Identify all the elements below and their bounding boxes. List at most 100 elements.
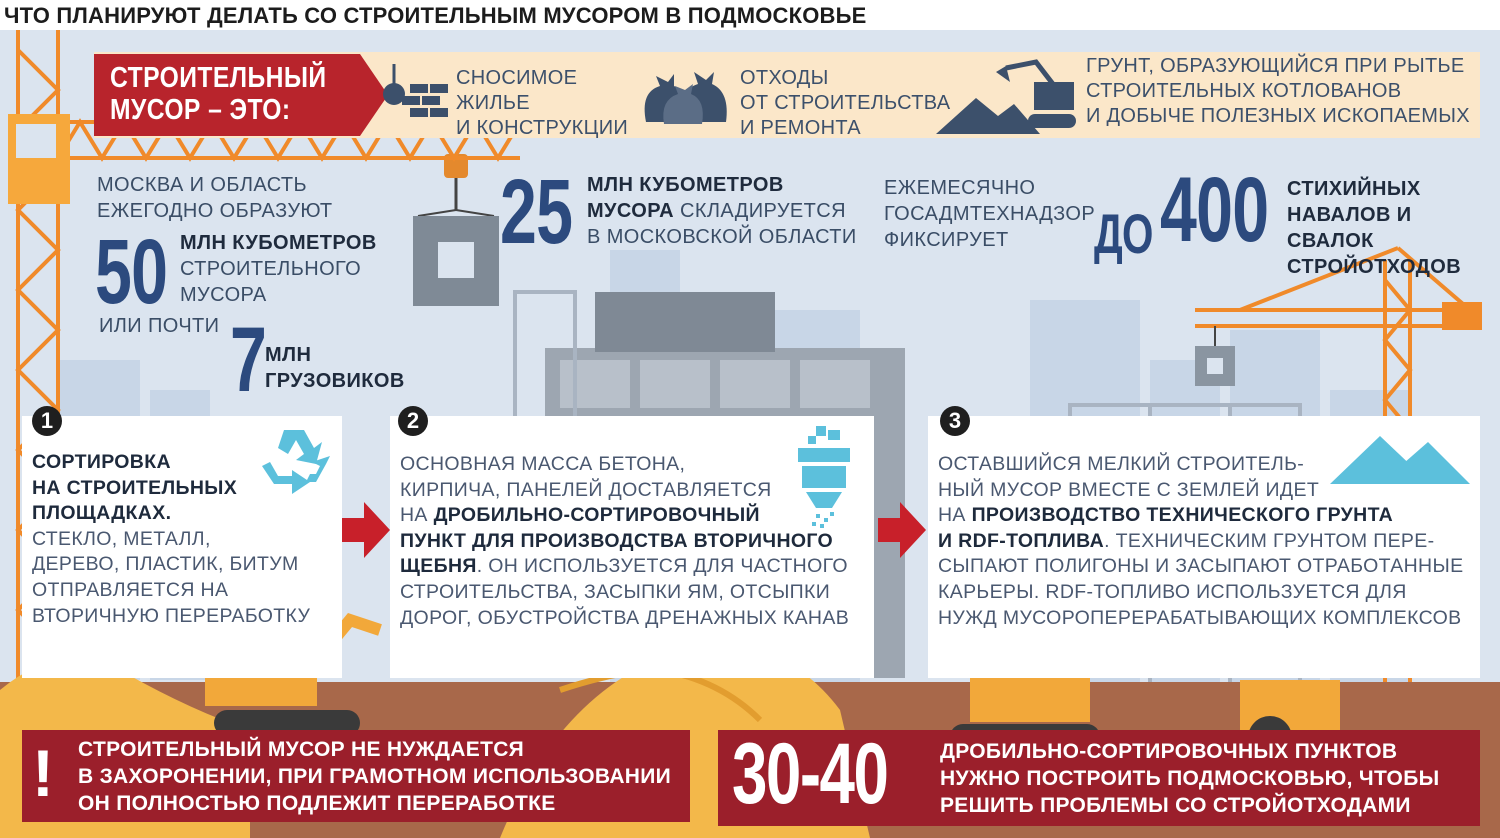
soil-piles-icon <box>1330 436 1470 484</box>
step-bold-line: ПРОИЗВОДСТВО ТЕХНИЧЕСКОГО ГРУНТА <box>971 504 1394 527</box>
footer-line: НУЖНО ПОСТРОИТЬ ПОДМОСКОВЬЮ, ЧТОБЫ <box>940 767 1440 790</box>
exclamation-icon: ! <box>32 736 54 810</box>
moscow-stat-intro-line: ЕЖЕГОДНО ОБРАЗУЮТ <box>97 200 333 222</box>
step-card-crushing: 2 ОСНОВНАЯ МАССА БЕТОНА, КИРПИЧА, ПАНЕЛЕ… <box>390 406 874 678</box>
moscow-stat-unit-line: МУСОРА <box>180 284 267 306</box>
definition-label <box>94 54 360 136</box>
definition-label-text: СТРОИТЕЛЬНЫЙ МУСОР – ЭТО: <box>110 62 327 126</box>
moscow-stat-value: 50 <box>95 221 168 323</box>
stored-stat-value: 25 <box>500 161 573 263</box>
step-card-technical-soil: 3 ОСТАВШИЙСЯ МЕЛКИЙ СТРОИТЕЛЬ- НЫЙ МУСОР… <box>928 406 1480 678</box>
step-line-rest: . ОН ИСПОЛЬЗУЕТСЯ ДЛЯ ЧАСТНОГО <box>476 555 848 578</box>
step-line: ДЕРЕВО, ПЛАСТИК, БИТУМ <box>32 553 299 576</box>
footer-line: В ЗАХОРОНЕНИИ, ПРИ ГРАМОТНОМ ИСПОЛЬЗОВАН… <box>78 765 672 788</box>
stored-stat-line: МУСОРА СКЛАДИРУЕТСЯ <box>587 198 857 224</box>
dumps-stat-text: СТИХИЙНЫХ НАВАЛОВ И СВАЛОК СТРОЙОТХОДОВ <box>1287 176 1500 280</box>
trucks-stat-unit-line: МЛН <box>265 344 312 366</box>
definition-item-demolition: СНОСИМОЕ ЖИЛЬЕ И КОНСТРУКЦИИ <box>456 66 628 141</box>
stored-stat-bold: МУСОРА <box>587 200 675 222</box>
step-line-prefix: НА <box>400 504 434 527</box>
definition-banner: СТРОИТЕЛЬНЫЙ МУСОР – ЭТО: СНОСИМОЕ ЖИЛЬЕ… <box>94 52 1480 141</box>
page-title: ЧТО ПЛАНИРУЮТ ДЕЛАТЬ СО СТРОИТЕЛЬНЫМ МУС… <box>4 3 867 28</box>
dumps-stat-intro-line: ГОСАДМТЕХНАДЗОР <box>884 203 1096 225</box>
step-line-prefix: НА <box>938 504 972 527</box>
dumps-stat-intro: ЕЖЕМЕСЯЧНО ГОСАДМТЕХНАДЗОР ФИКСИРУЕТ <box>884 175 1095 253</box>
step-bold-line: ПЛОЩАДКАХ. <box>32 502 172 525</box>
step-bold-line: НА СТРОИТЕЛЬНЫХ <box>32 476 238 499</box>
definition-label-line: МУСОР – ЭТО: <box>110 94 291 126</box>
crushing-points-count: 30-40 <box>732 726 889 822</box>
step-line: СЫПАЮТ ПОЛИГОНЫ И ЗАСЫПАЮТ ОТРАБОТАННЫЕ <box>938 555 1464 578</box>
dumps-stat-line: НАВАЛОВ И СВАЛОК <box>1287 204 1412 252</box>
stored-stat-rest: СКЛАДИРУЕТСЯ <box>674 200 846 222</box>
step-text-crushing: ОСНОВНАЯ МАССА БЕТОНА, КИРПИЧА, ПАНЕЛЕЙ … <box>400 452 849 631</box>
step-bold-line: СОРТИРОВКА <box>32 451 171 473</box>
definition-item-waste: ОТХОДЫ ОТ СТРОИТЕЛЬСТВА И РЕМОНТА <box>740 66 950 141</box>
wrecking-ball-icon <box>383 64 448 117</box>
step-number-2: 2 <box>398 406 428 436</box>
step-card-sorting: 1 СОРТИРОВКА НА СТРОИТЕЛЬНЫХ ПЛОЩАДКАХ. … <box>22 406 342 678</box>
arrow-right-icon <box>878 502 926 558</box>
moscow-stat-unit: МЛН КУБОМЕТРОВ СТРОИТЕЛЬНОГО МУСОРА <box>180 230 377 308</box>
footer-line: СТРОИТЕЛЬНЫЙ МУСОР НЕ НУЖДАЕТСЯ <box>78 738 525 761</box>
step-line: ЩЕБНЯ. ОН ИСПОЛЬЗУЕТСЯ ДЛЯ ЧАСТНОГО <box>400 554 849 580</box>
footer-left-text: СТРОИТЕЛЬНЫЙ МУСОР НЕ НУЖДАЕТСЯ В ЗАХОРО… <box>78 736 671 817</box>
definition-item-line: СНОСИМОЕ <box>456 67 578 89</box>
definition-item-line: И КОНСТРУКЦИИ <box>456 117 629 139</box>
stored-stat-line: МЛН КУБОМЕТРОВ <box>587 174 784 196</box>
step-line: ДОРОГ, ОБУСТРОЙСТВА ДРЕНАЖНЫХ КАНАВ <box>400 606 850 629</box>
step-line: ОСТАВШИЙСЯ МЕЛКИЙ СТРОИТЕЛЬ- <box>938 453 1305 475</box>
arrow-right-icon <box>342 502 390 558</box>
moscow-stat-intro: МОСКВА И ОБЛАСТЬ ЕЖЕГОДНО ОБРАЗУЮТ <box>97 172 333 224</box>
step-number-3: 3 <box>940 406 970 436</box>
step-line: И RDF-ТОПЛИВА. ТЕХНИЧЕСКИМ ГРУНТОМ ПЕРЕ- <box>938 529 1463 555</box>
step-line: СТРОИТЕЛЬСТВА, ЗАСЫПКИ ЯМ, ОТСЫПКИ <box>400 580 831 603</box>
dumps-stat-intro-line: ФИКСИРУЕТ <box>884 229 1009 251</box>
step-line-rest: . ТЕХНИЧЕСКИМ ГРУНТОМ ПЕРЕ- <box>1104 529 1435 552</box>
stored-stat-line: В МОСКОВСКОЙ ОБЛАСТИ <box>587 226 857 248</box>
trucks-stat-unit-line: ГРУЗОВИКОВ <box>265 370 405 392</box>
footer-line: ДРОБИЛЬНО-СОРТИРОВОЧНЫХ ПУНКТОВ <box>940 740 1398 763</box>
trucks-stat-value: 7 <box>230 309 267 411</box>
trucks-stat-unit: МЛН ГРУЗОВИКОВ <box>265 342 405 394</box>
definition-item-line: СТРОИТЕЛЬНЫХ КОТЛОВАНОВ <box>1086 80 1402 102</box>
step-line: ОТПРАВЛЯЕТСЯ НА <box>32 578 229 601</box>
excavator-icon <box>936 59 1076 134</box>
dumps-stat-prefix: ДО <box>1094 202 1153 265</box>
dumps-stat-value: 400 <box>1160 159 1269 261</box>
step-bold-line: ЩЕБНЯ <box>400 555 477 578</box>
footer-line: ОН ПОЛНОСТЬЮ ПОДЛЕЖИТ ПЕРЕРАБОТКЕ <box>78 792 556 815</box>
footer-line: РЕШИТЬ ПРОБЛЕМЫ СО СТРОЙОТХОДАМИ <box>940 794 1411 817</box>
crusher-icon <box>798 426 850 528</box>
step-bold-line: ДРОБИЛЬНО-СОРТИРОВОЧНЫЙ <box>433 504 760 527</box>
step-bold-line: И RDF-ТОПЛИВА <box>938 529 1105 552</box>
infographic-scene: СТРОИТЕЛЬНЫЙ МУСОР – ЭТО: СНОСИМОЕ ЖИЛЬЕ… <box>0 30 1500 838</box>
definition-item-line: ГРУНТ, ОБРАЗУЮЩИЙСЯ ПРИ РЫТЬЕ <box>1086 55 1465 77</box>
footer-note-right: 30-40 ДРОБИЛЬНО-СОРТИРОВОЧНЫХ ПУНКТОВ НУ… <box>718 730 1480 826</box>
step-line: КАРЬЕРЫ. RDF-ТОПЛИВО ИСПОЛЬЗУЕТСЯ ДЛЯ <box>938 580 1407 603</box>
step-line: НА ДРОБИЛЬНО-СОРТИРОВОЧНЫЙ <box>400 503 849 529</box>
definition-item-line: ОТ СТРОИТЕЛЬСТВА <box>740 92 951 114</box>
definition-item-soil: ГРУНТ, ОБРАЗУЮЩИЙСЯ ПРИ РЫТЬЕ СТРОИТЕЛЬН… <box>1086 54 1470 129</box>
step-text-technical-soil: ОСТАВШИЙСЯ МЕЛКИЙ СТРОИТЕЛЬ- НЫЙ МУСОР В… <box>938 452 1463 631</box>
dumps-stat-intro-line: ЕЖЕМЕСЯЧНО <box>884 177 1036 199</box>
step-line: КИРПИЧА, ПАНЕЛЕЙ ДОСТАВЛЯЕТСЯ <box>400 478 772 501</box>
garbage-bags-icon <box>644 72 727 124</box>
definition-item-line: ОТХОДЫ <box>740 67 829 89</box>
step-bold-line: ПУНКТ ДЛЯ ПРОИЗВОДСТВА ВТОРИЧНОГО <box>400 529 834 552</box>
definition-item-line: И ДОБЫЧЕ ПОЛЕЗНЫХ ИСКОПАЕМЫХ <box>1086 105 1470 127</box>
step-line: НЫЙ МУСОР ВМЕСТЕ С ЗЕМЛЕЙ ИДЕТ <box>938 478 1320 501</box>
dumps-stat-line: СТРОЙОТХОДОВ <box>1287 256 1462 278</box>
definition-item-line: ЖИЛЬЕ <box>456 92 530 114</box>
step-number-1: 1 <box>32 406 62 436</box>
footer-note-left: ! СТРОИТЕЛЬНЫЙ МУСОР НЕ НУЖДАЕТСЯ В ЗАХО… <box>22 730 690 822</box>
definition-item-line: И РЕМОНТА <box>740 117 861 139</box>
step-text-sorting: СОРТИРОВКА НА СТРОИТЕЛЬНЫХ ПЛОЩАДКАХ. СТ… <box>32 450 310 629</box>
step-line: НУЖД МУСОРОПЕРЕРАБАТЫВАЮЩИХ КОМПЛЕКСОВ <box>938 606 1462 629</box>
dumps-stat-line: СТИХИЙНЫХ <box>1287 178 1421 200</box>
definition-label-line: СТРОИТЕЛЬНЫЙ <box>110 62 327 94</box>
moscow-stat-intro-line: МОСКВА И ОБЛАСТЬ <box>97 174 308 196</box>
footer-right-text: ДРОБИЛЬНО-СОРТИРОВОЧНЫХ ПУНКТОВ НУЖНО ПО… <box>940 738 1439 819</box>
step-line: ВТОРИЧНУЮ ПЕРЕРАБОТКУ <box>32 604 311 627</box>
step-line: НА ПРОИЗВОДСТВО ТЕХНИЧЕСКОГО ГРУНТА <box>938 503 1463 529</box>
